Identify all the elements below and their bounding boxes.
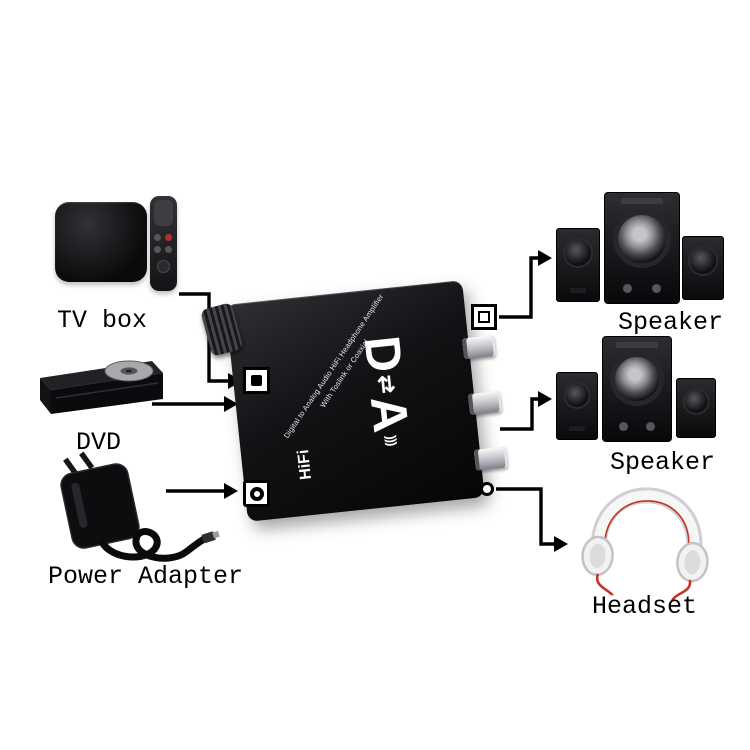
satellite-speaker — [556, 372, 598, 440]
remote-touchpad — [154, 200, 173, 226]
remote-button — [154, 246, 161, 253]
subwoofer — [604, 192, 680, 304]
wire-dac-to-headset — [496, 487, 555, 546]
speaker-vent — [570, 288, 586, 293]
speaker-brand-strip — [616, 342, 658, 348]
speaker-cone — [688, 246, 718, 276]
headset-image — [581, 487, 709, 604]
power-adapter-image — [60, 451, 220, 562]
subwoofer — [602, 336, 672, 442]
power-input-port-icon — [243, 480, 270, 507]
digital-output-port-inner — [478, 311, 490, 323]
subwoofer-cone — [613, 210, 671, 268]
volume-knob-dot — [619, 422, 629, 431]
dac-logo-soundwave-icon: ))) — [384, 434, 401, 446]
dac-logo-a: A — [359, 393, 420, 436]
wire-dac-to-speaker-top — [499, 256, 539, 319]
subwoofer-cone — [610, 352, 664, 406]
volume-knob-dot — [645, 422, 655, 431]
satellite-speaker — [676, 378, 716, 438]
remote-button-red — [165, 234, 172, 241]
optical-input-port-icon — [243, 367, 270, 394]
volume-knob-dot — [622, 284, 632, 293]
arrowheads — [224, 250, 568, 552]
rca-jack — [462, 335, 497, 360]
dac-logo: D ⇄ A ))) — [353, 333, 420, 447]
headset-label: Headset — [592, 592, 698, 621]
headphone-jack-icon — [480, 482, 494, 496]
satellite-speaker — [682, 236, 724, 300]
power-adapter-label: Power Adapter — [48, 562, 244, 591]
speaker-vent — [569, 426, 585, 431]
speaker-cone — [682, 388, 710, 415]
speaker-system-bottom — [556, 334, 716, 442]
remote-button — [157, 260, 170, 273]
rca-jack — [473, 446, 508, 471]
speaker-cone — [563, 238, 593, 268]
speaker-brand-strip — [621, 198, 663, 204]
remote-button — [154, 234, 161, 241]
tv-box-label: TV box — [57, 306, 148, 335]
remote-button — [165, 246, 172, 253]
dac-brand: HiFi — [294, 448, 316, 481]
dac-logo-d: D — [353, 333, 413, 375]
volume-knob-dot — [652, 284, 662, 293]
satellite-speaker — [556, 228, 600, 302]
dac-logo-arrows-icon: ⇄ — [373, 373, 401, 395]
speaker-bottom-label: Speaker — [610, 448, 716, 477]
power-input-port-inner — [249, 486, 264, 501]
wire-dac-to-speaker-bottom — [500, 397, 539, 431]
rca-jack — [467, 390, 502, 416]
tv-remote-image — [150, 196, 177, 291]
dvd-player-image — [40, 360, 163, 414]
speaker-system-top — [556, 190, 724, 304]
digital-output-port-icon — [471, 304, 497, 330]
speaker-top-label: Speaker — [618, 308, 724, 337]
tv-box-image — [55, 202, 147, 282]
speaker-cone — [563, 382, 591, 409]
optical-input-port-inner — [251, 375, 262, 386]
